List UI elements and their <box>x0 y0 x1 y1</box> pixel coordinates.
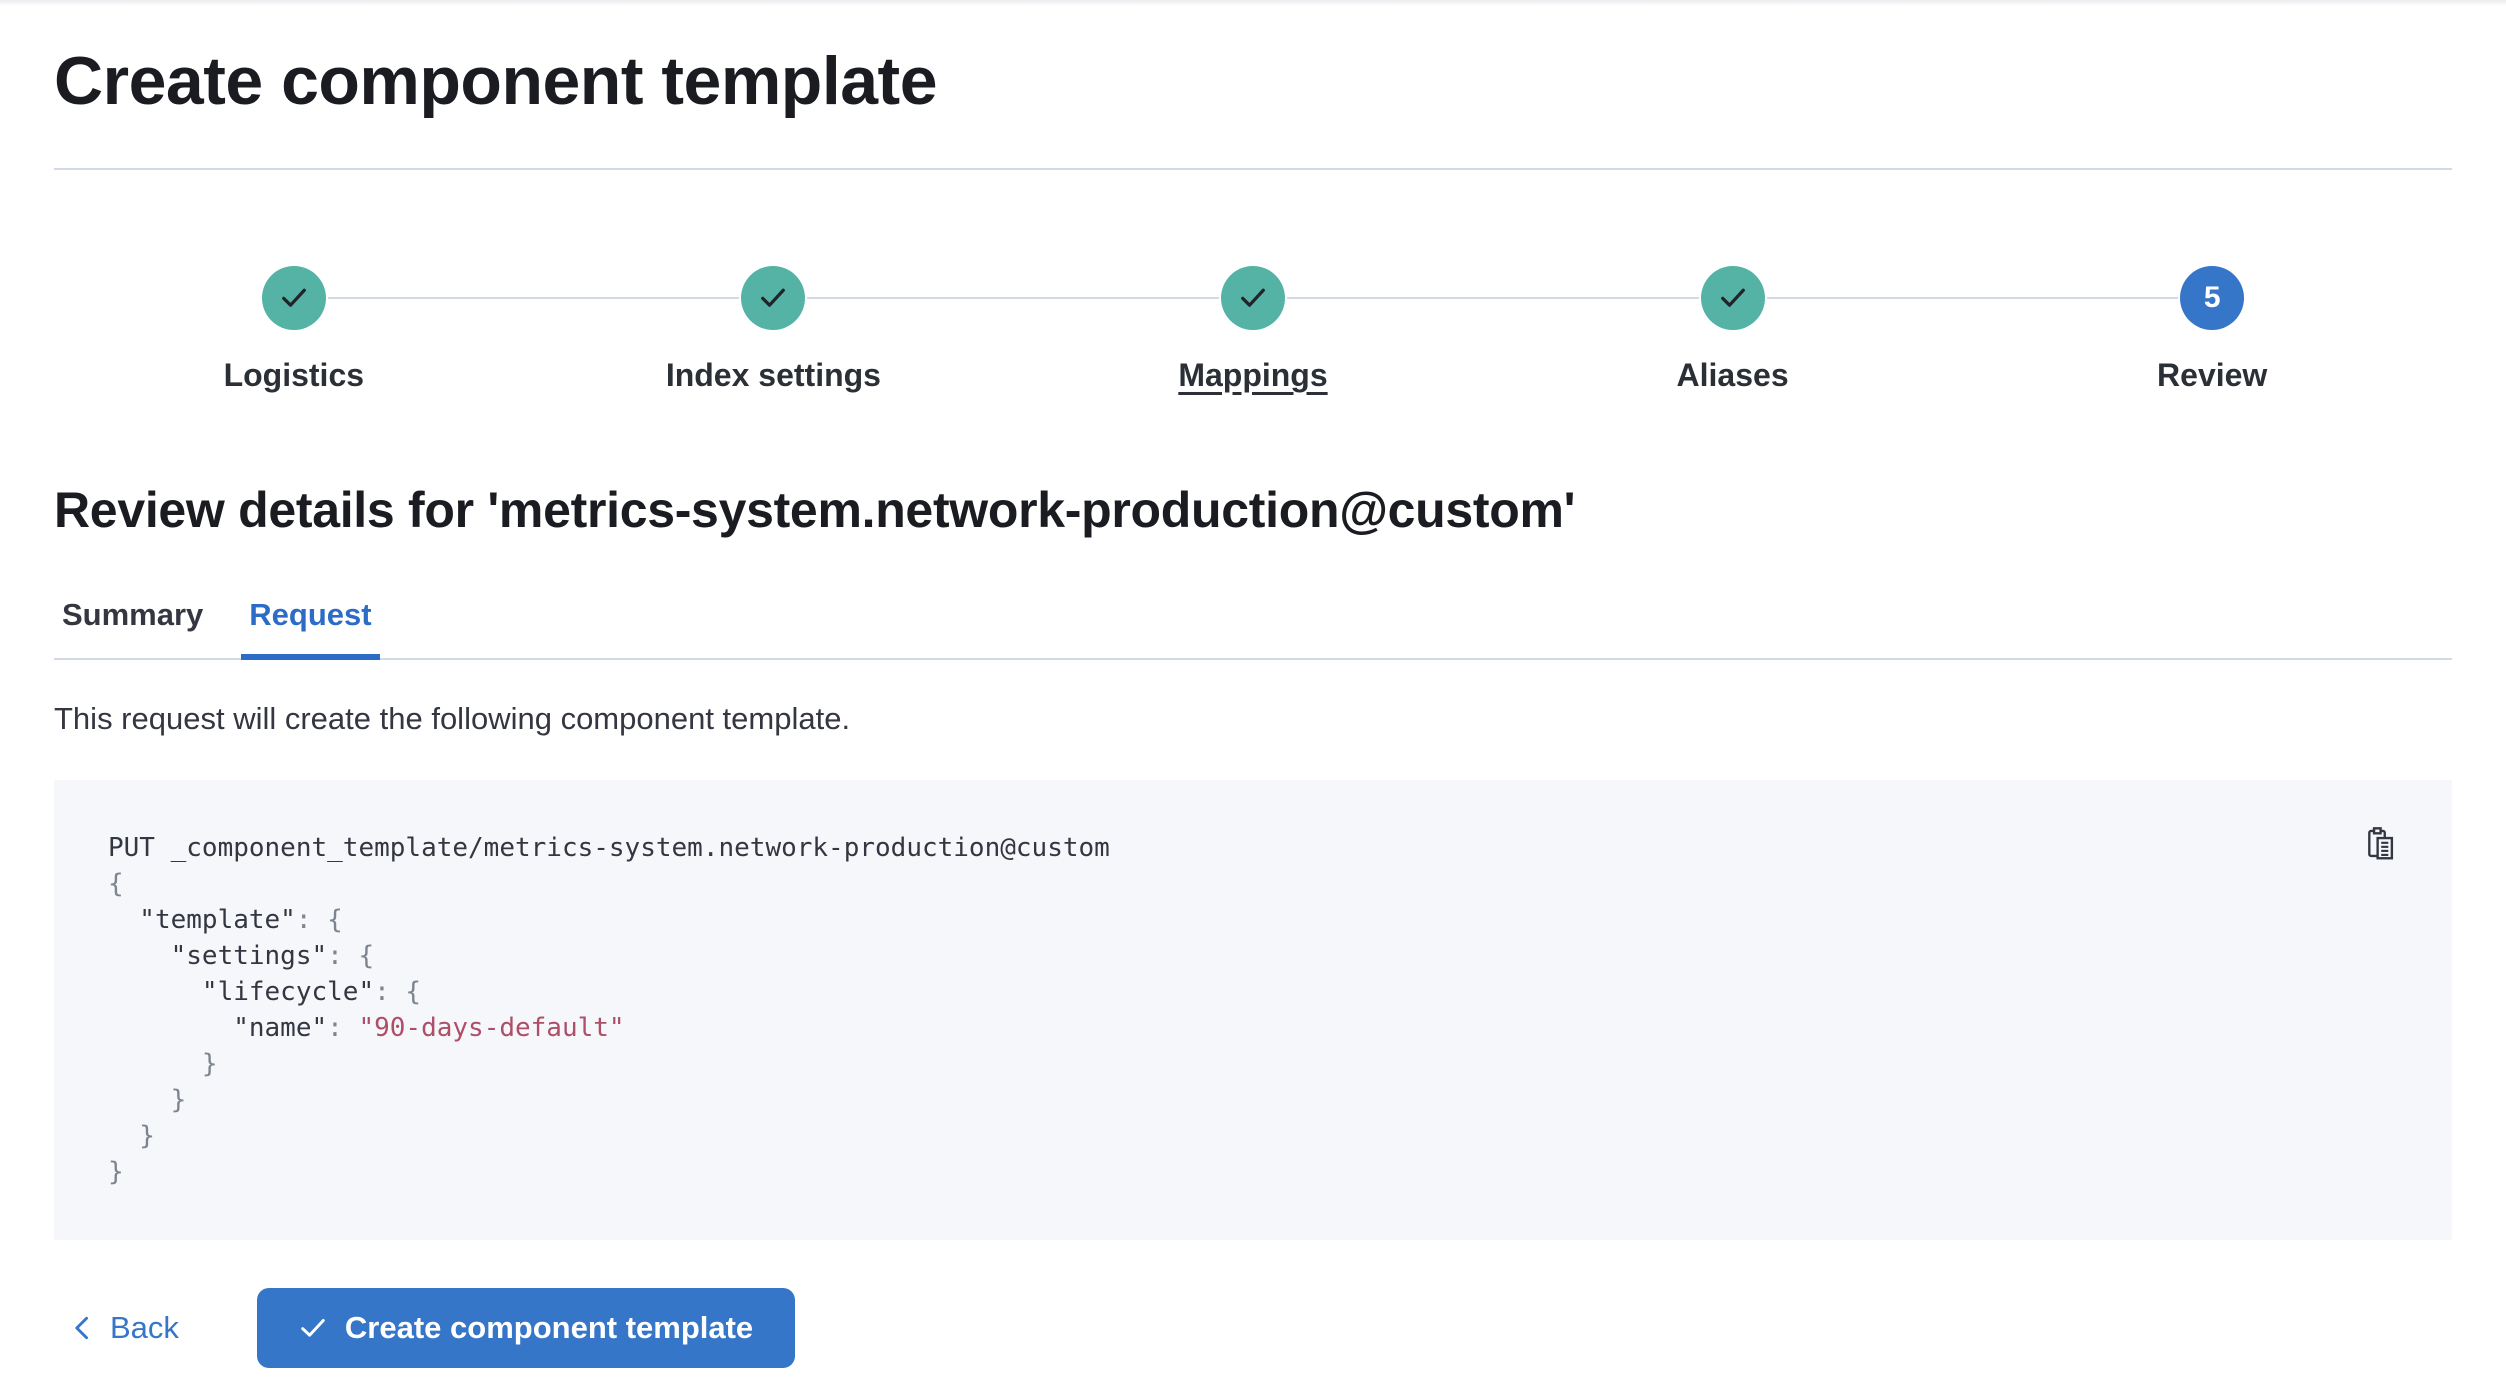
back-button-label: Back <box>110 1310 179 1345</box>
step-number: 5 <box>2203 281 2221 314</box>
create-component-template-page: Create component template Logistics Inde… <box>0 40 2506 1368</box>
request-code-block: PUT _component_template/metrics-system.n… <box>54 780 2452 1240</box>
step-complete-check-icon[interactable] <box>1220 266 1285 330</box>
step-complete-check-icon[interactable] <box>261 266 326 330</box>
code-line: "lifecycle": { <box>108 977 422 1007</box>
page-title: Create component template <box>54 43 938 119</box>
step-aliases[interactable]: Aliases <box>1492 266 1973 394</box>
step-label-aliases[interactable]: Aliases <box>1676 357 1789 393</box>
check-icon <box>301 1319 325 1337</box>
step-label-logistics[interactable]: Logistics <box>223 357 365 393</box>
review-details-heading: Review details for 'metrics-system.netwo… <box>54 482 1576 538</box>
back-button[interactable]: Back <box>54 1310 189 1346</box>
code-line: "settings": { <box>108 941 375 971</box>
code-line: { <box>108 869 124 899</box>
tab-bar: Summary Request <box>54 596 2452 660</box>
create-component-template-label: Create component template <box>344 1310 754 1345</box>
step-complete-check-icon[interactable] <box>741 266 806 330</box>
request-intro-text: This request will create the following c… <box>54 701 851 736</box>
title-divider <box>54 168 2452 170</box>
code-line: "name": "90-days-default" <box>108 1013 625 1043</box>
code-line: } <box>108 1085 187 1115</box>
code-line: PUT _component_template/metrics-system.n… <box>108 833 1110 863</box>
copy-to-clipboard-button[interactable] <box>2358 822 2402 866</box>
code-line: "template": { <box>108 905 343 935</box>
tab-request[interactable]: Request <box>241 596 380 660</box>
code-line: } <box>108 1049 218 1079</box>
code-line: } <box>108 1121 155 1151</box>
tab-summary[interactable]: Summary <box>62 597 204 632</box>
top-edge-shadow <box>0 0 2506 6</box>
wizard-footer: Back Create component template <box>54 1288 2452 1368</box>
request-code: PUT _component_template/metrics-system.n… <box>108 830 2398 1190</box>
step-review-current: 5 Review <box>1972 266 2452 394</box>
step-label-mappings[interactable]: Mappings <box>1178 357 1328 393</box>
step-label-review: Review <box>2157 357 2268 393</box>
stepper: Logistics Index settings Mappings Aliase… <box>54 266 2452 394</box>
step-index-settings[interactable]: Index settings <box>533 266 1014 394</box>
step-number-badge: 5 <box>2180 266 2245 330</box>
code-line: } <box>108 1157 124 1187</box>
chevron-left-icon <box>75 1316 89 1340</box>
create-component-template-button[interactable]: Create component template <box>256 1288 796 1368</box>
step-mappings[interactable]: Mappings <box>1013 266 1493 394</box>
step-label-index-settings[interactable]: Index settings <box>665 357 881 393</box>
copy-clipboard-icon <box>2368 827 2394 860</box>
step-complete-check-icon[interactable] <box>1700 266 1765 330</box>
step-logistics[interactable]: Logistics <box>54 266 534 394</box>
